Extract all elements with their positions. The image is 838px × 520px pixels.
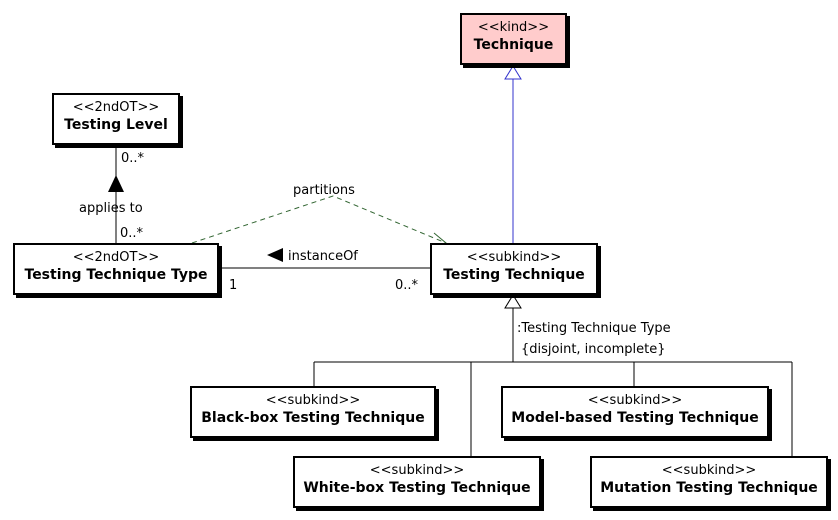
class-modelbased-stereotype: <<subkind>>: [587, 393, 683, 408]
class-testing-technique-name: Testing Technique: [443, 267, 585, 283]
class-modelbased-testing-technique[interactable]: <<subkind>> Model-based Testing Techniqu…: [501, 386, 769, 438]
class-testing-technique-stereotype: <<subkind>>: [466, 250, 562, 265]
class-technique-stereotype: <<kind>>: [477, 20, 550, 35]
applies-to-label: applies to: [79, 201, 143, 216]
class-whitebox-stereotype: <<subkind>>: [369, 463, 465, 478]
class-testing-level[interactable]: <<2ndOT>> Testing Level: [52, 93, 180, 145]
class-testing-level-stereotype: <<2ndOT>>: [72, 100, 160, 115]
class-mutation-stereotype: <<subkind>>: [661, 463, 757, 478]
applies-to-arrowhead: [108, 175, 124, 192]
class-modelbased-name: Model-based Testing Technique: [511, 410, 759, 426]
applies-to-mult-top: 0..*: [121, 151, 145, 166]
class-testing-level-name: Testing Level: [64, 117, 168, 133]
class-testing-technique[interactable]: <<subkind>> Testing Technique: [430, 243, 598, 295]
instance-of-mult-left: 1: [229, 278, 238, 293]
class-whitebox-testing-technique[interactable]: <<subkind>> White-box Testing Technique: [293, 456, 541, 508]
class-blackbox-testing-technique[interactable]: <<subkind>> Black-box Testing Technique: [190, 386, 436, 438]
instance-of-direction-icon: [267, 248, 283, 262]
generalization-set-constraint: {disjoint, incomplete}: [521, 342, 666, 357]
class-mutation-testing-technique[interactable]: <<subkind>> Mutation Testing Technique: [590, 456, 828, 508]
applies-to-mult-bottom: 0..*: [120, 226, 144, 241]
class-technique-name: Technique: [473, 37, 554, 53]
partitions-label: partitions: [293, 183, 355, 198]
class-testing-technique-type-stereotype: <<2ndOT>>: [72, 250, 160, 265]
generalization-arrowhead-technique: [504, 65, 522, 80]
partitions-line: [191, 195, 447, 244]
class-testing-technique-type-name: Testing Technique Type: [24, 267, 208, 283]
instance-of-mult-right: 0..*: [395, 278, 419, 293]
generalization-arrowhead-testing-technique: [504, 294, 522, 309]
class-blackbox-name: Black-box Testing Technique: [201, 410, 425, 426]
class-technique[interactable]: <<kind>> Technique: [460, 13, 567, 65]
class-mutation-name: Mutation Testing Technique: [600, 480, 818, 496]
instance-of-label: instanceOf: [288, 249, 358, 264]
generalization-set-label: :Testing Technique Type: [517, 321, 671, 336]
class-blackbox-stereotype: <<subkind>>: [265, 393, 361, 408]
class-testing-technique-type[interactable]: <<2ndOT>> Testing Technique Type: [13, 243, 219, 295]
class-whitebox-name: White-box Testing Technique: [303, 480, 531, 496]
